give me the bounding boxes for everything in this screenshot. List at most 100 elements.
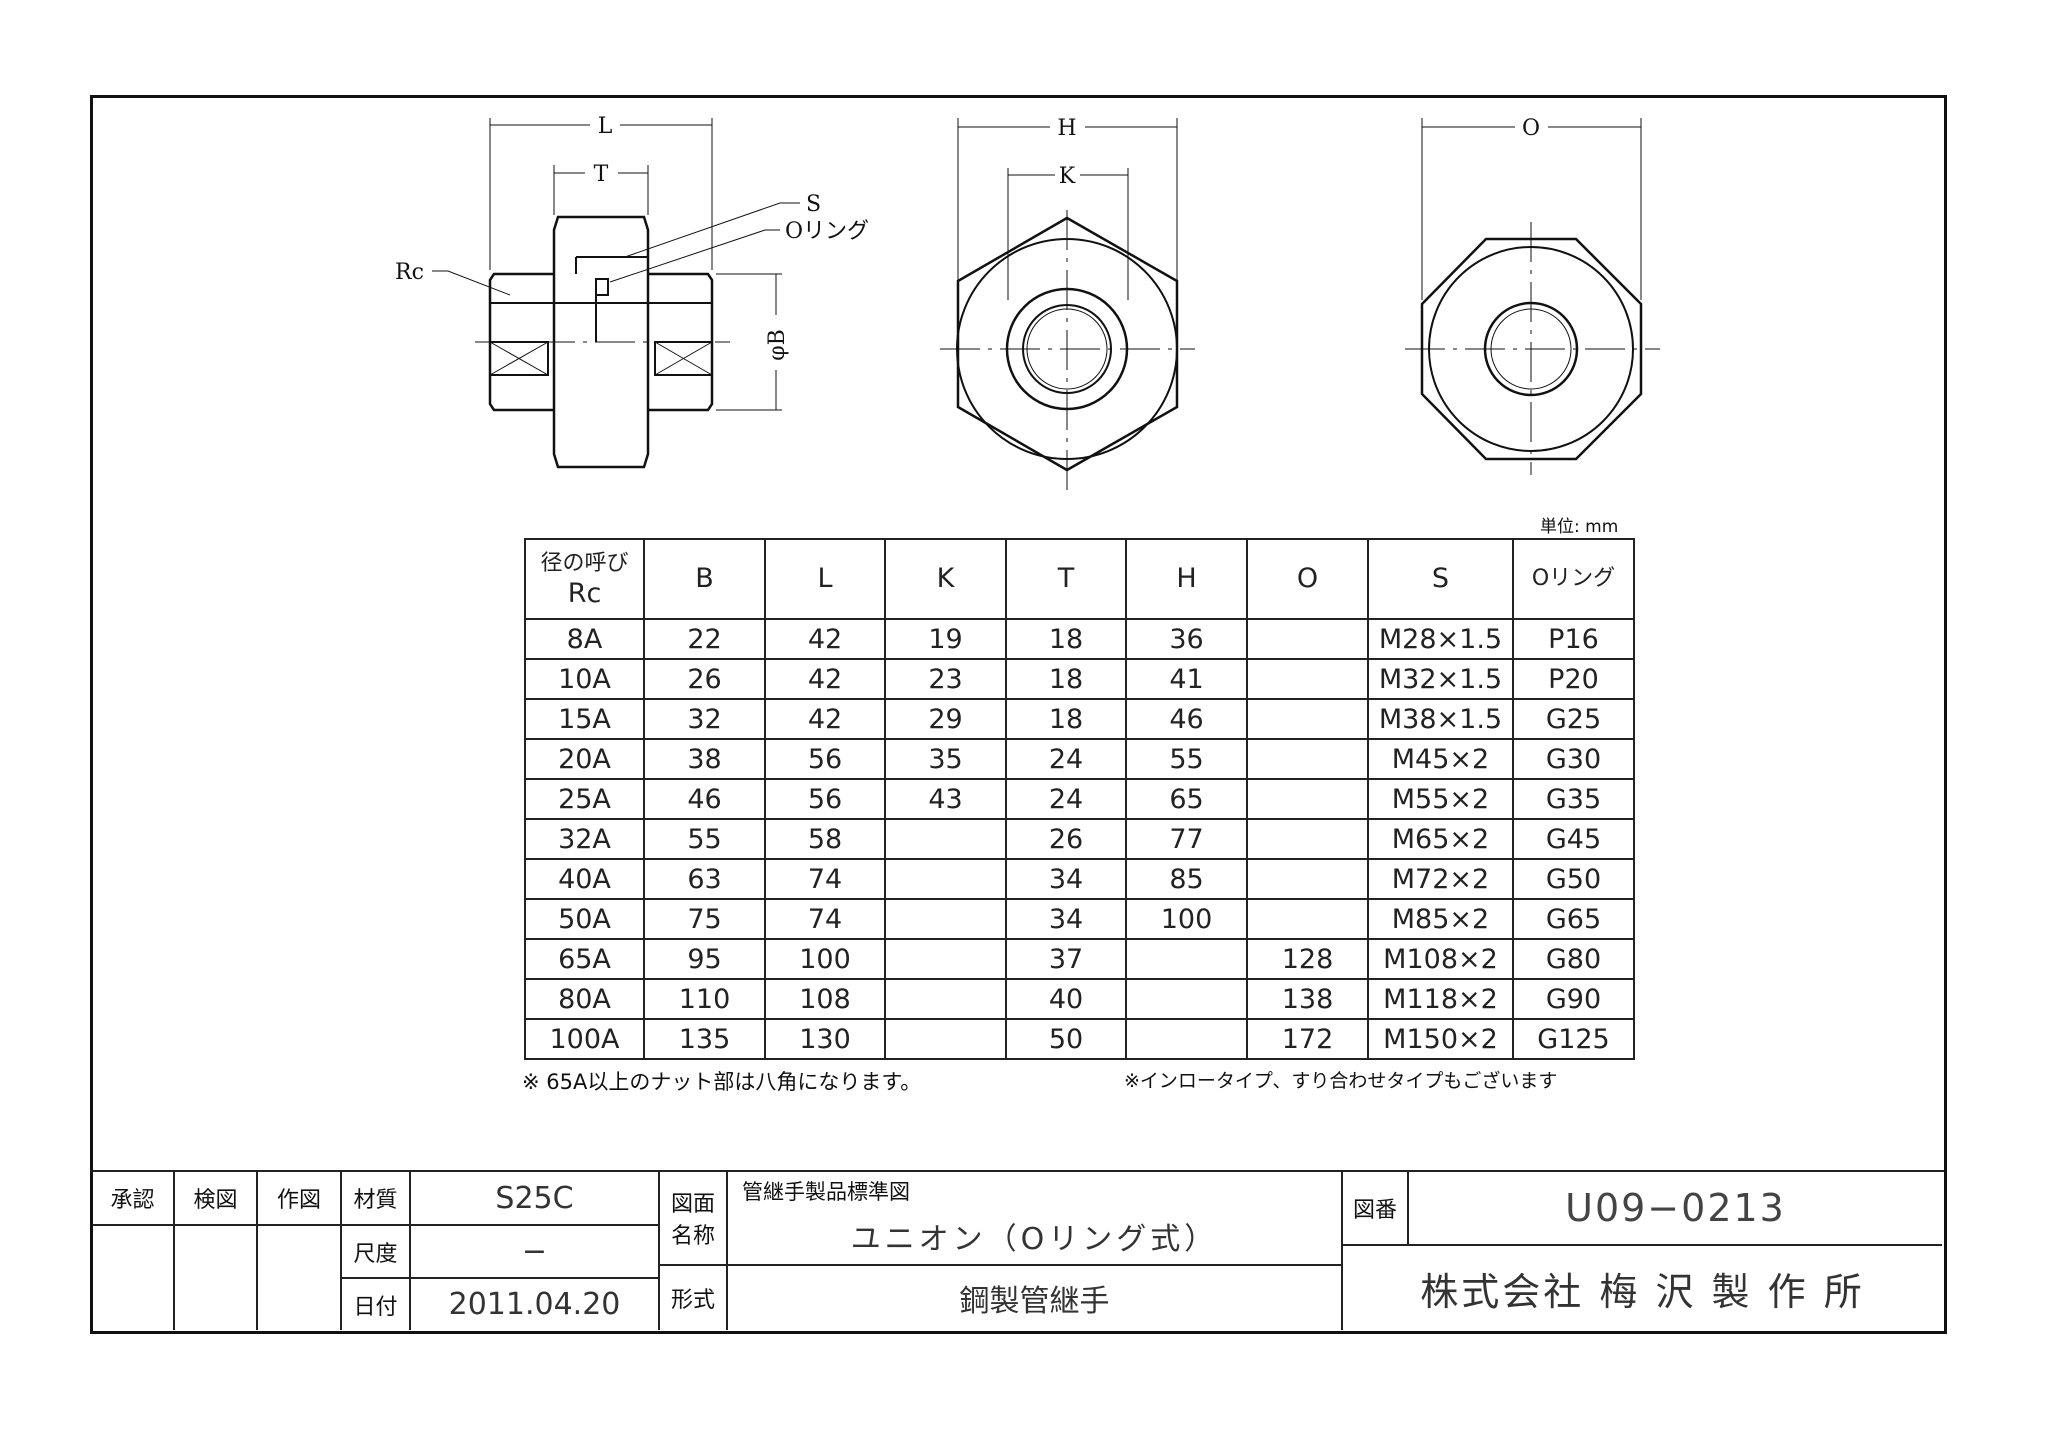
table-cell: 18 <box>1005 618 1127 660</box>
table-cell: 74 <box>764 858 886 900</box>
number-label: 図番 <box>1343 1172 1409 1246</box>
header-B: B <box>643 538 766 620</box>
material-label: 材質 <box>342 1172 411 1226</box>
table-cell: 138 <box>1246 978 1369 1020</box>
table-cell: 77 <box>1125 818 1248 860</box>
table-cell: 32A <box>524 818 645 860</box>
unit-label: 単位: mm <box>1540 517 1619 537</box>
header-oring: Oリング <box>1512 538 1635 620</box>
table-cell: G90 <box>1512 978 1635 1020</box>
table-cell: 19 <box>884 618 1007 660</box>
table-cell: 29 <box>884 698 1007 740</box>
table-cell: 26 <box>643 658 766 700</box>
dim-H-label: H <box>1057 116 1076 141</box>
table-cell <box>884 1018 1007 1060</box>
table-cell: M32×1.5 <box>1367 658 1514 700</box>
table-cell: M118×2 <box>1367 978 1514 1020</box>
table-cell: 18 <box>1005 698 1127 740</box>
table-cell: 63 <box>643 858 766 900</box>
table-cell: M150×2 <box>1367 1018 1514 1060</box>
table-cell <box>884 938 1007 980</box>
date-value: 2011.04.20 <box>411 1279 660 1330</box>
type-value: 鋼製管継手 <box>728 1266 1343 1330</box>
check-label: 検図 <box>175 1172 258 1226</box>
label-oring: Oリング <box>785 219 869 244</box>
table-cell: G80 <box>1512 938 1635 980</box>
drawing-frame <box>90 95 1947 1334</box>
table-cell: 55 <box>1125 738 1248 780</box>
table-cell: 23 <box>884 658 1007 700</box>
table-cell: 85 <box>1125 858 1248 900</box>
approve-stamp <box>92 1226 175 1330</box>
table-cell: 110 <box>643 978 766 1020</box>
table-cell <box>1125 938 1248 980</box>
dim-O-label: O <box>1522 116 1540 141</box>
table-cell <box>1246 898 1369 940</box>
dim-L-label: L <box>598 114 613 139</box>
table-cell: M55×2 <box>1367 778 1514 820</box>
type-label: 形式 <box>660 1266 728 1330</box>
table-cell <box>884 978 1007 1020</box>
dim-K-label: K <box>1059 164 1076 189</box>
name-label: 図面名称 <box>660 1172 728 1266</box>
table-cell: M45×2 <box>1367 738 1514 780</box>
table-cell: 95 <box>643 938 766 980</box>
table-cell: 41 <box>1125 658 1248 700</box>
table-cell: 42 <box>764 658 886 700</box>
table-cell: M85×2 <box>1367 898 1514 940</box>
table-cell: 40 <box>1005 978 1127 1020</box>
table-cell: 55 <box>643 818 766 860</box>
table-cell: M108×2 <box>1367 938 1514 980</box>
draw-stamp <box>258 1226 342 1330</box>
table-cell: G50 <box>1512 858 1635 900</box>
header-T: T <box>1005 538 1127 620</box>
draw-label: 作図 <box>258 1172 342 1226</box>
material-value: S25C <box>411 1172 660 1226</box>
table-cell <box>1246 778 1369 820</box>
table-cell <box>1246 858 1369 900</box>
table-cell: 24 <box>1005 778 1127 820</box>
table-cell: M72×2 <box>1367 858 1514 900</box>
table-cell: P16 <box>1512 618 1635 660</box>
table-cell: 42 <box>764 618 886 660</box>
scale-value: − <box>411 1226 660 1279</box>
side-view: L T φB S Oリング Rc <box>395 114 869 469</box>
drawing-number: U09−0213 <box>1409 1172 1942 1246</box>
table-cell: G125 <box>1512 1018 1635 1060</box>
hex-view: H K <box>940 116 1195 490</box>
table-cell <box>1246 658 1369 700</box>
table-cell: 100 <box>1125 898 1248 940</box>
table-cell: G45 <box>1512 818 1635 860</box>
check-stamp <box>175 1226 258 1330</box>
table-cell: 38 <box>643 738 766 780</box>
table-cell: 42 <box>764 698 886 740</box>
table-cell: G30 <box>1512 738 1635 780</box>
table-cell: 46 <box>643 778 766 820</box>
table-cell: 100 <box>764 938 886 980</box>
table-cell: 56 <box>764 738 886 780</box>
dim-T-label: T <box>594 162 609 187</box>
table-cell: 50 <box>1005 1018 1127 1060</box>
scale-label: 尺度 <box>342 1226 411 1279</box>
table-cell: 20A <box>524 738 645 780</box>
table-cell <box>1246 738 1369 780</box>
table-cell: G25 <box>1512 698 1635 740</box>
oct-view: O <box>1405 116 1660 475</box>
table-cell: 128 <box>1246 938 1369 980</box>
table-cell: 34 <box>1005 898 1127 940</box>
table-cell: 35 <box>884 738 1007 780</box>
table-cell: 32 <box>643 698 766 740</box>
table-cell: 172 <box>1246 1018 1369 1060</box>
table-cell: G65 <box>1512 898 1635 940</box>
table-cell: 24 <box>1005 738 1127 780</box>
